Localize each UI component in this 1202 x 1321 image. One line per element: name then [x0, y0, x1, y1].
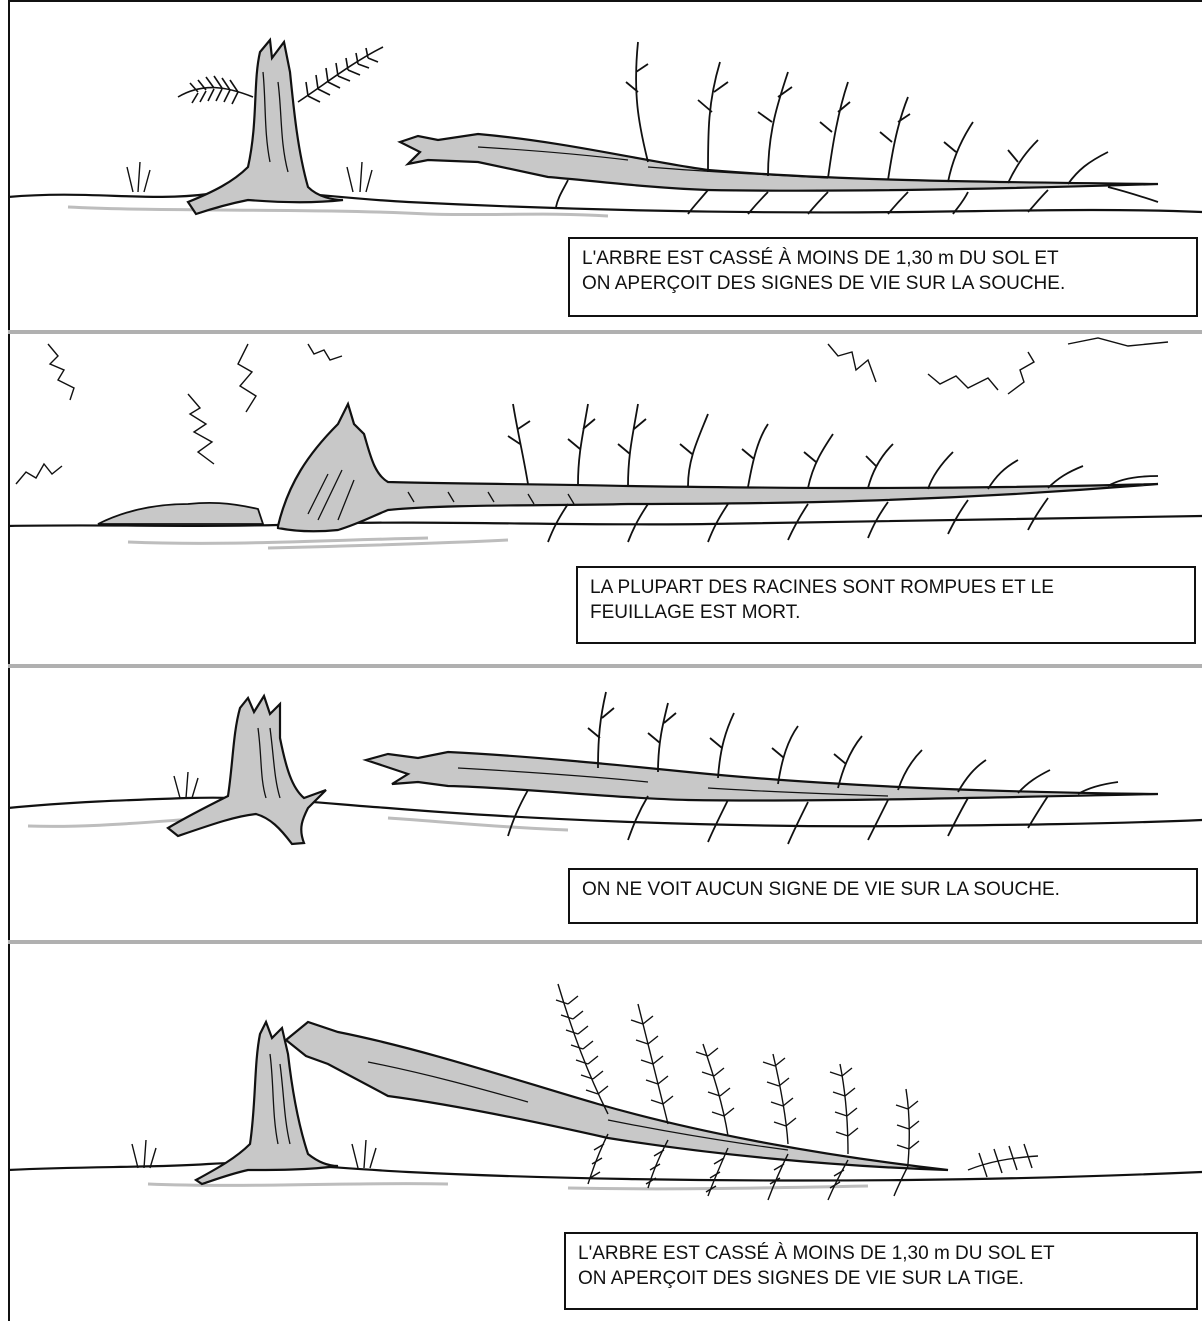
uprooted-tree: [278, 404, 1158, 531]
fallen-trunk: [400, 134, 1158, 191]
panel-3-caption: ON NE VOIT AUCUN SIGNE DE VIE SUR LA SOU…: [568, 868, 1198, 924]
panel-2: LA PLUPART DES RACINES SONT ROMPUES ET L…: [8, 334, 1202, 664]
live-foliage: [556, 984, 1038, 1200]
panel-3: ON NE VOIT AUCUN SIGNE DE VIE SUR LA SOU…: [8, 668, 1202, 940]
broken-stem: [286, 1022, 948, 1170]
panel-2-caption: LA PLUPART DES RACINES SONT ROMPUES ET L…: [576, 566, 1196, 644]
panel-1: L'ARBRE EST CASSÉ À MOINS DE 1,30 m DU S…: [8, 2, 1202, 330]
dead-stump: [168, 696, 326, 844]
background-forest: [16, 338, 1168, 484]
panel-4: L'ARBRE EST CASSÉ À MOINS DE 1,30 m DU S…: [8, 944, 1202, 1321]
panel-4-caption: L'ARBRE EST CASSÉ À MOINS DE 1,30 m DU S…: [564, 1232, 1198, 1310]
panel-1-caption: L'ARBRE EST CASSÉ À MOINS DE 1,30 m DU S…: [568, 237, 1198, 317]
stump: [188, 40, 343, 214]
